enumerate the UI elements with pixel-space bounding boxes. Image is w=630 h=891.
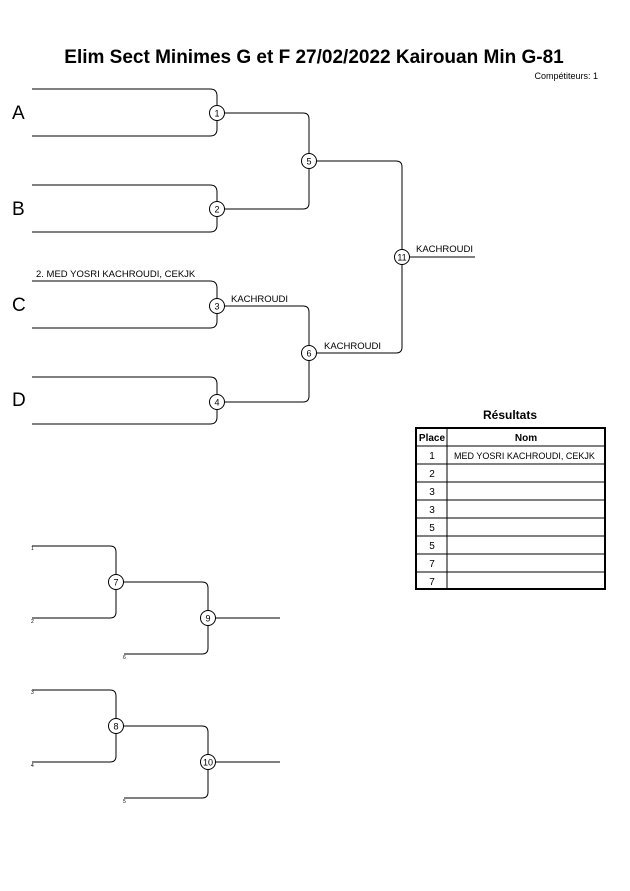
match-1: 1 [209, 105, 225, 121]
pool-a-box [32, 88, 218, 137]
pool-d-box [32, 376, 218, 425]
pool-b-box [32, 184, 218, 233]
match-7-number: 7 [113, 578, 118, 588]
match-9: 9 [200, 610, 216, 626]
match-9-number: 9 [205, 614, 210, 624]
rep-seed-5: 5 [123, 799, 126, 805]
results-place: 5 [429, 541, 435, 552]
pool-c-box [32, 280, 218, 329]
match-11-number: 11 [397, 253, 406, 263]
match-8: 8 [108, 718, 124, 734]
rep-seed-3: 3 [31, 690, 34, 696]
results-title: Résultats [483, 408, 537, 422]
final-connector [309, 160, 403, 354]
winner-match-11: KACHROUDI [416, 244, 473, 255]
results-place: 7 [429, 559, 435, 570]
results-name: MED YOSRI KACHROUDI, CEKJK [454, 451, 595, 461]
match-5-number: 5 [306, 157, 311, 167]
match-3-number: 3 [214, 302, 219, 312]
match-3: 3 [209, 298, 225, 314]
match-6: 6 [301, 345, 317, 361]
results-header-name: Nom [515, 433, 537, 444]
semi-bottom-connector [217, 305, 310, 403]
rep-seed-4: 4 [31, 763, 34, 769]
page-title: Elim Sect Minimes G et F 27/02/2022 Kair… [64, 47, 564, 68]
results-place: 3 [429, 487, 435, 498]
match-2: 2 [209, 201, 225, 217]
match-2-number: 2 [214, 205, 219, 215]
results-place: 5 [429, 523, 435, 534]
match-11: 11 [394, 249, 410, 265]
repechage-top-lines [32, 545, 280, 655]
pool-label-c: C [12, 295, 26, 316]
rep-seed-1: 1 [31, 546, 34, 552]
results-place: 3 [429, 505, 435, 516]
pool-label-d: D [12, 390, 26, 411]
match-4-number: 4 [214, 398, 219, 408]
results-place: 7 [429, 577, 435, 588]
repechage-bottom-lines [32, 689, 280, 799]
match-10: 10 [200, 754, 216, 770]
match-6-number: 6 [306, 349, 311, 359]
rep-seed-2: 2 [31, 619, 34, 625]
semi-top-connector [217, 112, 310, 210]
results-place: 1 [429, 451, 435, 462]
rep-seed-6: 6 [123, 655, 126, 661]
match-10-number: 10 [203, 758, 213, 768]
match-1-number: 1 [214, 109, 219, 119]
entry-pool-c: 2. MED YOSRI KACHROUDI, CEKJK [36, 269, 196, 280]
results-table: Place Nom 1 MED YOSRI KACHROUDI, CEKJK 2… [415, 427, 606, 590]
match-7: 7 [108, 574, 124, 590]
winner-match-6: KACHROUDI [324, 341, 381, 352]
match-8-number: 8 [113, 722, 118, 732]
match-4: 4 [209, 394, 225, 410]
match-5: 5 [301, 153, 317, 169]
pool-label-b: B [12, 199, 25, 220]
results-header-place: Place [419, 433, 446, 444]
results-place: 2 [429, 469, 435, 480]
competitor-count: Compétiteurs: 1 [534, 71, 598, 81]
pool-label-a: A [12, 103, 25, 124]
winner-match-3: KACHROUDI [231, 294, 288, 305]
